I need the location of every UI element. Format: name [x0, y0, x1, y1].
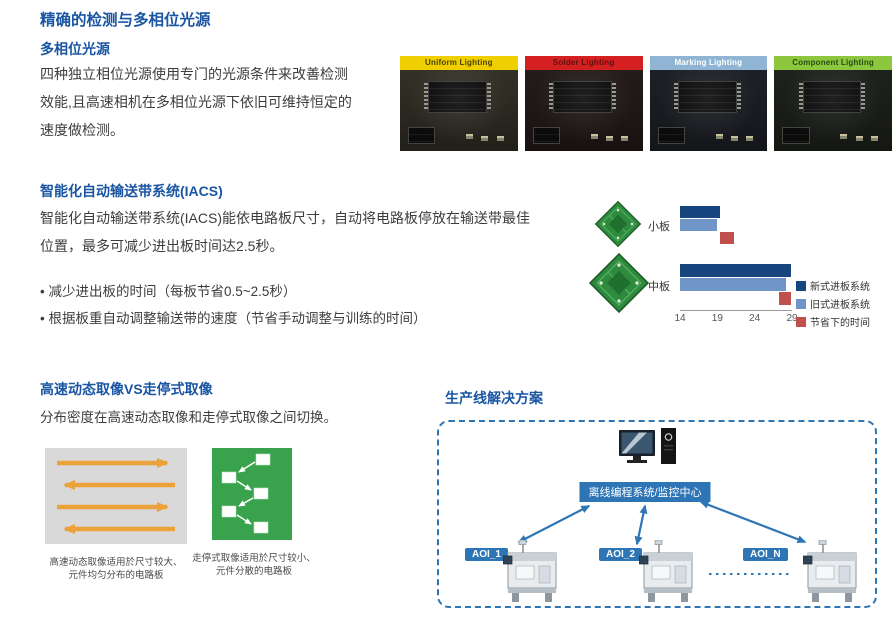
pcb-photo	[400, 70, 518, 151]
lighting-image-label: Solder Lighting	[524, 56, 643, 70]
paragraph-line: 位置，最多可减少进出板时间达2.5秒。	[40, 238, 284, 254]
lighting-image-label: Marking Lighting	[649, 56, 768, 70]
station-label-aoiN: AOI_N	[743, 548, 788, 561]
component-chip	[466, 133, 474, 139]
caption-line: 元件均匀分布的电路板	[68, 570, 164, 581]
lighting-image-component: Component Lighting	[774, 56, 892, 151]
page-title: 精确的检测与多相位光源	[40, 12, 211, 29]
component-chip	[715, 133, 723, 139]
paragraph-line: 速度做检测。	[40, 122, 124, 138]
aoi-machine-icon	[503, 540, 561, 602]
control-pc-icon	[619, 428, 681, 474]
component-chip	[746, 136, 754, 142]
chart-legend: 新式进板系统 旧式进板系统 节省下的时间	[796, 278, 870, 329]
connection-arrows	[517, 500, 807, 575]
lighting-image-marking: Marking Lighting	[649, 56, 768, 151]
station-label-aoi1: AOI_1	[465, 548, 508, 561]
ic-chip	[673, 80, 741, 113]
ic-chip	[782, 126, 810, 144]
component-chip	[481, 136, 489, 142]
ic-chip	[798, 80, 866, 113]
legend-label: 节省下的时间	[810, 318, 870, 329]
chart-bar	[680, 264, 792, 277]
chart-bar	[720, 232, 735, 244]
component-chip	[840, 133, 848, 139]
caption-line: 元件分散的电路板	[215, 566, 292, 577]
lighting-image-uniform: Uniform Lighting	[400, 56, 518, 151]
chart-x-axis: 14 19 24 29	[674, 310, 798, 326]
ic-chip	[532, 126, 561, 144]
production-heading: 生产线解决方案	[445, 390, 543, 406]
chart-bar	[778, 292, 792, 305]
station-label-aoi2: AOI_2	[599, 548, 642, 561]
chart-bar-group-small	[680, 206, 792, 245]
legend-label: 旧式进板系统	[810, 300, 870, 311]
legend-swatch	[796, 316, 806, 327]
chart-bar	[680, 206, 721, 218]
imaging-heading: 高速动态取像VS走停式取像	[40, 381, 213, 397]
chart-category-label: 小板	[648, 221, 670, 233]
pcb-photo	[649, 70, 768, 151]
ic-chip	[424, 80, 491, 113]
imaging-paragraph: 分布密度在高速动态取像和走停式取像之间切换。	[40, 410, 337, 425]
component-chip	[621, 136, 629, 142]
legend-swatch	[796, 298, 806, 309]
control-center-label: 离线编程系统/监控中心	[579, 482, 711, 502]
paragraph-line: 智能化自动输送带系统(IACS)能依电路板尺寸，自动将电路板停放在输送带最佳	[40, 210, 530, 226]
lighting-image-strip: Uniform Lighting Solder Lighting Marking…	[400, 56, 892, 151]
lighting-image-label: Uniform Lighting	[400, 56, 518, 70]
legend-item: 旧式进板系统	[796, 296, 870, 311]
component-chip	[496, 136, 504, 142]
paragraph-line: 四种独立相位光源使用专门的光源条件来改善检测	[40, 66, 348, 82]
component-chip	[855, 136, 863, 142]
legend-label: 新式进板系统	[810, 282, 870, 293]
x-tick: 19	[711, 313, 723, 324]
x-tick: 24	[749, 313, 761, 324]
pcb-diamond-small-icon	[594, 200, 642, 248]
legend-item: 节省下的时间	[796, 314, 870, 329]
chart-bar	[680, 219, 717, 231]
lighting-image-label: Component Lighting	[774, 56, 892, 70]
caption-line: 走停式取像适用於尺寸较小、	[192, 553, 316, 564]
ic-chip	[657, 126, 685, 144]
dynamic-capture-caption: 高速动态取像适用於尺寸较大、 元件均匀分布的电路板	[25, 556, 207, 582]
pcb-diamond-mid-icon	[588, 252, 650, 314]
ic-chip	[408, 126, 436, 144]
dynamic-scan-diagram	[45, 448, 187, 544]
x-tick: 29	[786, 313, 798, 324]
bullet-item: • 根据板重自动调整输送带的速度（节省手动调整与训练的时间）	[40, 311, 427, 326]
ic-chip	[549, 80, 616, 113]
pcb-photo	[774, 70, 892, 151]
component-chip	[606, 136, 614, 142]
pcb-photo	[524, 70, 643, 151]
aoi-machine-icon	[639, 540, 697, 602]
legend-swatch	[796, 280, 806, 291]
iacs-heading: 智能化自动输送带系统(IACS)	[40, 183, 223, 199]
lighting-paragraph: 四种独立相位光源使用专门的光源条件来改善检测 效能,且高速相机在多相位光源下依旧…	[40, 60, 352, 144]
component-chip	[870, 136, 878, 142]
stop-and-go-diagram	[212, 448, 292, 540]
chart-bar	[680, 278, 787, 291]
chart-category-label: 中板	[648, 281, 670, 293]
chart-bar-group-mid	[680, 264, 792, 306]
x-tick: 14	[674, 313, 686, 324]
stop-and-go-caption: 走停式取像适用於尺寸较小、 元件分散的电路板	[188, 552, 320, 578]
production-line-diagram: 离线编程系统/监控中心 AOI_1 AOI_2 AOI_N	[437, 420, 877, 608]
lighting-image-solder: Solder Lighting	[524, 56, 643, 151]
legend-item: 新式进板系统	[796, 278, 870, 293]
lighting-heading: 多相位光源	[40, 41, 110, 57]
iacs-bullet-list: • 减少进出板的时间（每板节省0.5~2.5秒） • 根据板重自动调整输送带的速…	[40, 278, 426, 332]
iacs-time-chart: 小板 中板 14 19 24 29 新式进板系统 旧式进板系统 节省下的时间	[588, 190, 890, 342]
bullet-item: • 减少进出板的时间（每板节省0.5~2.5秒）	[40, 284, 297, 299]
component-chip	[730, 136, 738, 142]
caption-line: 高速动态取像适用於尺寸较大、	[49, 557, 183, 568]
component-chip	[590, 133, 598, 139]
paragraph-line: 效能,且高速相机在多相位光源下依旧可维持恒定的	[40, 94, 352, 110]
aoi-machine-icon	[803, 540, 861, 602]
iacs-paragraph: 智能化自动输送带系统(IACS)能依电路板尺寸，自动将电路板停放在输送带最佳 位…	[40, 204, 530, 260]
